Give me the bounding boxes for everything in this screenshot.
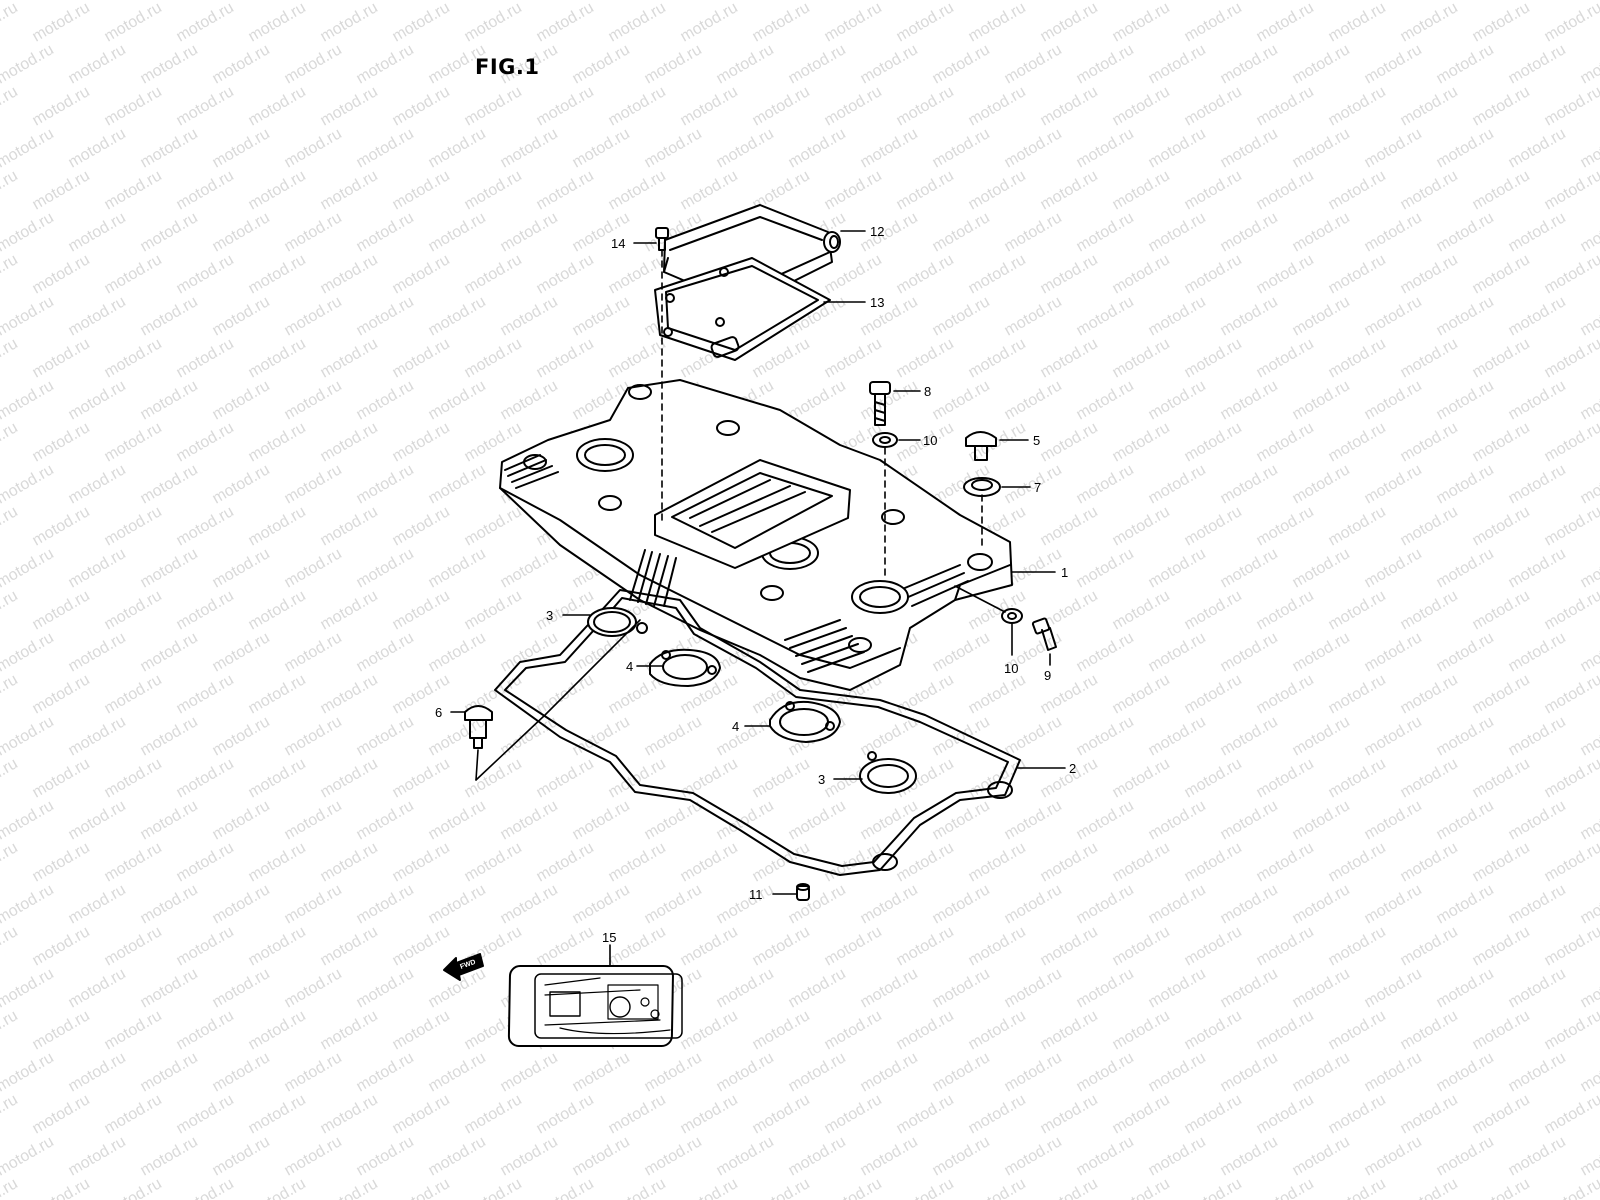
bolt-6	[464, 705, 493, 749]
seal-ring-4a	[649, 648, 721, 687]
callout-3-right: 3	[818, 772, 825, 787]
callout-6: 6	[435, 705, 442, 720]
callout-12: 12	[870, 224, 884, 239]
washer-10a	[872, 432, 898, 448]
watermark-text: motod.ru	[1578, 0, 1600, 3]
caution-label-15	[507, 965, 683, 1047]
seal-ring-4b	[769, 700, 841, 743]
callout-9: 9	[1044, 668, 1051, 683]
callout-3-left: 3	[546, 608, 553, 623]
dowel-pin-11	[796, 883, 810, 901]
bolt-8	[869, 381, 891, 426]
callout-7: 7	[1034, 480, 1041, 495]
callout-11: 11	[749, 887, 763, 902]
callout-4-upper: 4	[626, 659, 633, 674]
callout-5: 5	[1033, 433, 1040, 448]
callout-15: 15	[602, 930, 616, 945]
callout-10-top: 10	[923, 433, 937, 448]
cap-bolt-5	[965, 431, 997, 461]
figure-title: FIG.1	[475, 55, 540, 79]
callout-10-bottom: 10	[1004, 661, 1018, 676]
plug-seal-right	[859, 751, 917, 794]
callout-13: 13	[870, 295, 884, 310]
callout-2: 2	[1069, 761, 1076, 776]
cylinder-head-cover	[499, 379, 1013, 691]
callout-1: 1	[1061, 565, 1068, 580]
callout-4-lower: 4	[732, 719, 739, 734]
callout-8: 8	[924, 384, 931, 399]
cushion-7	[963, 477, 1001, 497]
callout-14: 14	[611, 236, 625, 251]
bolt-9	[1031, 617, 1057, 651]
fwd-arrow-icon: FWD	[443, 953, 484, 981]
